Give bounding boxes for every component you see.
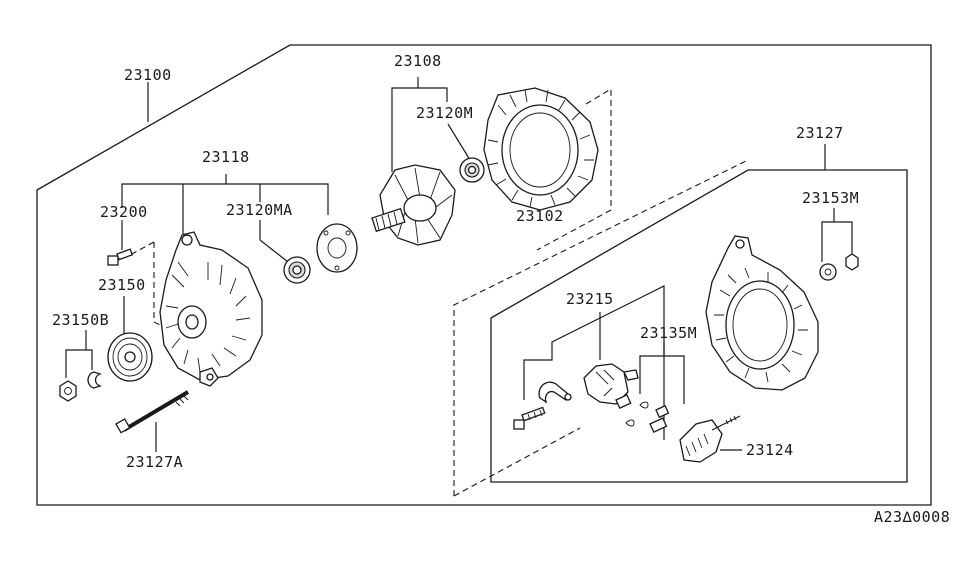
leader-23120MA-b <box>259 239 289 263</box>
label-23124: 23124 <box>746 441 794 459</box>
retainer-plate <box>316 223 358 273</box>
label-23118: 23118 <box>202 148 250 166</box>
leader-23120M <box>447 123 471 161</box>
stator-23102 <box>483 87 599 211</box>
label-23135M: 23135M <box>640 324 697 342</box>
bearing-23120M <box>459 157 485 183</box>
label-23100: 23100 <box>124 66 172 84</box>
dashed-guide-frame-b <box>129 241 155 256</box>
label-23120MA: 23120MA <box>226 201 293 219</box>
leader-23150B <box>65 349 93 378</box>
label-23150: 23150 <box>98 276 146 294</box>
screw-23200 <box>107 248 134 266</box>
label-23200: 23200 <box>100 203 148 221</box>
assembly-frame-23127 <box>490 169 908 483</box>
leader-23215 <box>523 285 665 440</box>
bearing-23120MA <box>283 256 311 284</box>
front-frame <box>159 231 263 387</box>
assembly-frame-23100 <box>36 44 932 506</box>
leader-23153M <box>821 221 853 262</box>
dashed-guide-cover <box>453 159 749 496</box>
pulley-23150 <box>107 332 153 382</box>
dashed-guide-rotor <box>536 88 612 251</box>
through-bolt-23127A <box>115 390 190 434</box>
label-23150B: 23150B <box>52 311 109 329</box>
leader-23135M <box>639 355 685 404</box>
rear-cover <box>705 235 819 391</box>
leader-23108 <box>391 87 448 172</box>
label-23102: 23102 <box>516 207 564 225</box>
dashed-guide-frame <box>153 242 161 326</box>
brush-set-23135M <box>615 394 670 434</box>
label-23127: 23127 <box>796 124 844 142</box>
label-23215: 23215 <box>566 290 614 308</box>
label-23120M: 23120M <box>416 104 473 122</box>
nut-23150B <box>59 371 103 402</box>
brush-holder-23215 <box>513 363 639 430</box>
rotor-23108 <box>371 164 456 246</box>
nut-23153M <box>819 253 859 281</box>
label-23108: 23108 <box>394 52 442 70</box>
dashed-guide-brush <box>453 427 581 497</box>
leader-23118 <box>121 183 329 215</box>
footer-code: A23∆0008 <box>874 508 950 526</box>
label-23127A: 23127A <box>126 453 183 471</box>
regulator-23124 <box>679 415 741 463</box>
label-23153M: 23153M <box>802 189 859 207</box>
